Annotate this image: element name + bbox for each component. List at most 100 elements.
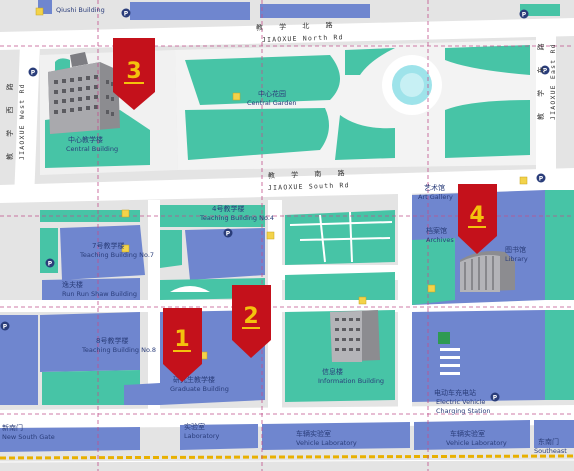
garden-lawn-se [445,100,530,158]
parking-icon: P [45,258,55,268]
marker-pin-shape [113,38,155,110]
parking-icon: P [223,228,233,238]
teaching-4-area [40,205,395,300]
parking-icon: P [519,9,529,19]
location-marker-1[interactable]: 1 [163,308,202,382]
central-garden-area [175,40,536,170]
lawn-teaching-4-west [160,230,182,268]
teaching-building-4-label-en: Teaching Building No.4 [199,214,274,222]
parking-icon: P [536,173,546,183]
ev-charging-bays [440,348,460,375]
location-marker-3[interactable]: 3 [113,38,155,110]
graduate-building-label-cn: 研究生教学楼 [173,375,215,384]
marker-pin-shape [232,285,271,358]
info-markers [35,7,528,360]
lower-north-south-road-c [398,190,412,415]
roundabout-mini [170,286,210,292]
southeast-gate-label-cn: 东南门 [538,437,559,446]
teaching-building-4-block [185,228,265,280]
information-building-graphic [330,310,380,362]
lower-north-south-road-b [268,200,282,415]
marker-1-number: 1 [174,327,189,352]
ev-charging-sign [438,332,450,344]
location-marker-2[interactable]: 2 [232,285,271,358]
north-strip [38,0,560,20]
ev-charging-label-en2: Charging Station [436,407,491,415]
library-label-en: Library [505,255,528,263]
south-road-label-cn: 教 学 南 路 [268,168,352,180]
parking-icon: P [28,67,38,77]
lawn-library-west [412,238,455,305]
svg-text:P: P [226,231,231,238]
north-strip-green [520,4,560,16]
west-road-label-en: JIAOXUE West Rd [18,83,26,160]
teaching-building-8-label-cn: 8号教学楼 [96,336,128,345]
info-square-icon [232,92,241,101]
graduate-building-label-en: Graduate Building [170,385,229,393]
vehicle-laboratory-1-label-en: Vehicle Laboratory [296,439,357,447]
central-building-graphic [48,52,120,134]
teaching-building-7-label-cn: 7号教学楼 [92,241,124,250]
location-marker-4[interactable]: 4 [458,184,497,254]
svg-text:P: P [3,324,8,331]
library-graphic [460,251,515,292]
svg-text:P: P [48,261,53,268]
south-road-label-en: JIAOXUE South Rd [268,181,350,192]
laboratory-label-cn: 实验室 [184,422,205,431]
info-square-icon [121,244,130,253]
central-building-windows [54,75,114,116]
lawn-west-a [40,210,140,222]
lawn-plaza-south [285,272,395,300]
run-run-shaw-label-cn: 逸夫楼 [62,280,83,289]
info-square-icon [35,7,44,16]
vehicle-laboratory-1-label-cn: 车辆实验室 [296,429,331,438]
garden-lawn-ne [445,45,530,75]
info-square-icon [266,231,275,240]
info-square-icon [519,176,528,185]
lower-north-south-road-a [148,200,160,415]
ev-charging-block [412,310,545,402]
teaching-building-7-block [60,225,145,280]
qiushi-building-label: Qiushi Building [56,6,105,14]
garden-lawn-sw [185,108,329,160]
jiaoxue-west-road [14,45,40,200]
svg-text:P: P [522,12,527,19]
vehicle-laboratory-block-2 [414,420,530,450]
jiaoxue-south-road [0,168,574,203]
parking-icon: P [540,65,550,75]
vehicle-laboratory-2-label-en: Vehicle Laboratory [446,439,507,447]
info-square-icon [358,296,367,305]
teaching-building-8-block [40,312,140,372]
library-label-cn: 图书馆 [505,245,526,254]
teaching-building-8-label-en: Teaching Building No.8 [81,346,156,354]
parking-icon: P [121,8,131,18]
north-road-label-cn: 教 学 北 路 [256,20,340,32]
info-square-icon [427,284,436,293]
laboratory-row [0,420,574,452]
west-road-label-cn: 教 学 西 路 [5,76,14,160]
lawn-library-east [545,190,574,300]
teaching-building-4-label-cn: 4号教学楼 [212,204,244,213]
svg-text:P: P [31,70,36,77]
lower-west-block [0,315,38,405]
central-garden-label-cn: 中心花园 [258,89,286,98]
central-building-area [40,50,178,175]
southeast-gate-label-en: Southeast [534,447,567,455]
north-strip-building-b [260,4,370,18]
central-garden-label-en: Central Garden [247,99,297,107]
info-square-icon [121,209,130,218]
lower-area [0,310,574,405]
central-building-label-en: Central Building [66,145,118,153]
garden-lawn-s [335,115,395,160]
new-south-gate-label-cn: 新南门 [2,423,23,432]
run-run-shaw-label-en: Run Run Shaw Building [62,290,137,298]
marker-pin-shape [458,184,497,254]
east-road-label-en: JIAOXUE East Rd [549,43,557,120]
central-building-label-cn: 中心教学楼 [68,135,103,144]
vehicle-laboratory-2-label-cn: 车辆实验室 [450,429,485,438]
svg-text:P: P [539,176,544,183]
art-gallery-label-en: Art Gallery [418,193,453,201]
north-strip-building-a [130,2,250,20]
laboratory-label-en: Laboratory [184,432,220,440]
